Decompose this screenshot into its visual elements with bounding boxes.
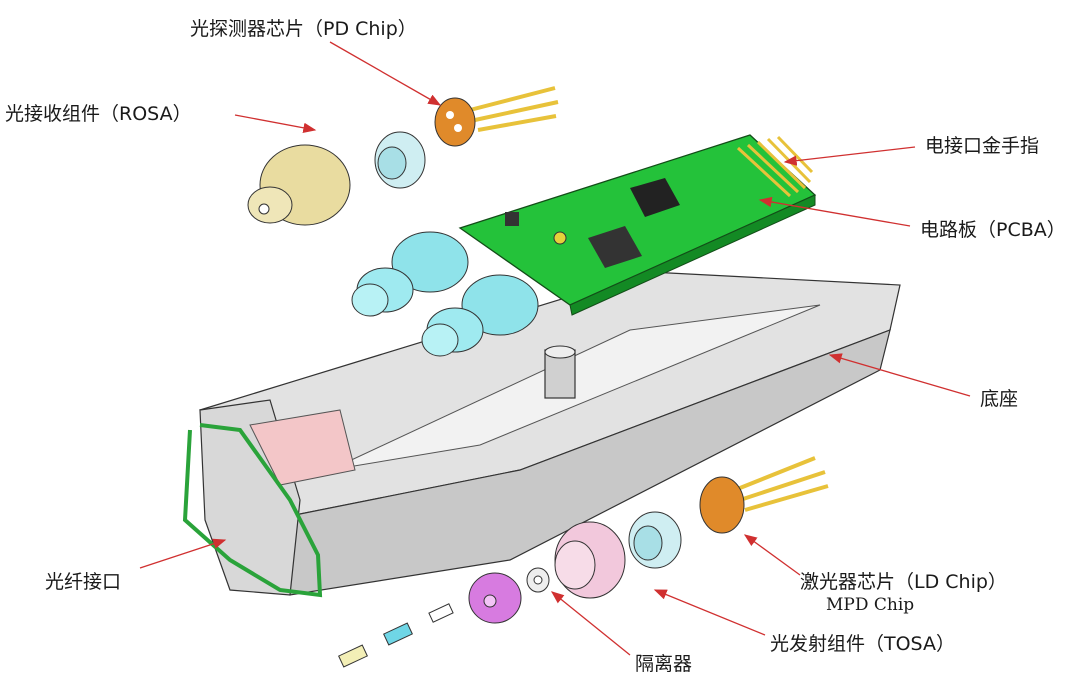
base-chassis bbox=[199, 271, 901, 596]
chip-medium bbox=[588, 226, 642, 268]
label-fiber-port: 光纤接口 bbox=[45, 571, 121, 593]
label-pcba: 电路板（PCBA） bbox=[920, 219, 1066, 241]
label-gold-finger: 电接口金手指 bbox=[925, 135, 1039, 157]
ld-chip-header bbox=[699, 456, 829, 534]
label-base: 底座 bbox=[980, 388, 1018, 410]
chip-large bbox=[630, 178, 680, 217]
tosa-receptacle bbox=[468, 572, 522, 624]
pcba-board bbox=[458, 134, 817, 316]
rosa-cap bbox=[374, 131, 426, 189]
label-rosa: 光接收组件（ROSA） bbox=[5, 103, 192, 125]
fiber-ferrule-parts bbox=[338, 603, 454, 668]
tosa-housing bbox=[554, 521, 626, 599]
rosa-component bbox=[247, 144, 351, 226]
label-tosa: 光发射组件（TOSA） bbox=[770, 633, 955, 655]
label-ld-chip: 激光器芯片（LD Chip） bbox=[800, 571, 1007, 593]
optical-subassemblies-on-board bbox=[351, 231, 539, 357]
pd-chip-header bbox=[434, 86, 559, 147]
tosa-cap bbox=[628, 511, 682, 569]
isolator-part bbox=[526, 567, 550, 593]
label-pd-chip: 光探测器芯片（PD Chip） bbox=[190, 18, 417, 40]
callout-arrows bbox=[139, 41, 971, 656]
label-isolator: 隔离器 bbox=[635, 653, 692, 675]
fiber-latch bbox=[182, 423, 323, 598]
chip-small bbox=[505, 212, 519, 226]
label-mpd-chip: MPD Chip bbox=[826, 595, 914, 615]
